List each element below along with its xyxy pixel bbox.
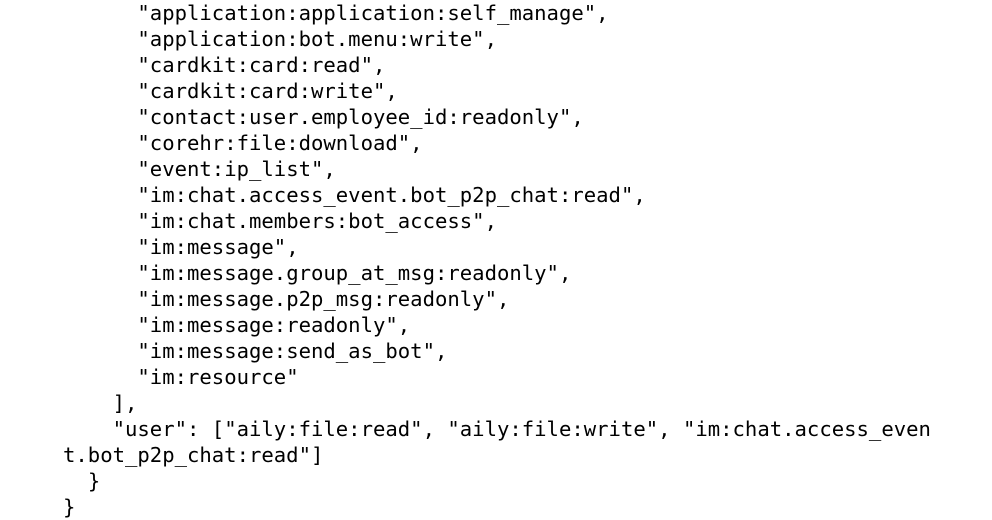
code-line: "im:message.p2p_msg:readonly", (63, 287, 510, 311)
code-line: "im:message:readonly", (63, 313, 411, 337)
code-line: "user": ["aily:file:read", "aily:file:wr… (63, 417, 931, 467)
code-line: "im:chat.access_event.bot_p2p_chat:read"… (63, 183, 646, 207)
code-line: "im:message.group_at_msg:readonly", (63, 261, 572, 285)
code-line: "application:bot.menu:write", (63, 27, 497, 51)
code-line: "corehr:file:download", (63, 131, 423, 155)
json-code-block: "application:application:self_manage", "… (63, 0, 947, 520)
code-line: "contact:user.employee_id:readonly", (63, 105, 584, 129)
code-line: ], (63, 391, 138, 415)
code-line: "application:application:self_manage", (63, 1, 609, 25)
code-line: } (63, 469, 101, 493)
code-line: "im:message:send_as_bot", (63, 339, 448, 363)
code-line: "im:message", (63, 235, 299, 259)
code-line: "cardkit:card:write", (63, 79, 398, 103)
code-line: "event:ip_list", (63, 157, 336, 181)
code-line: "im:chat.members:bot_access", (63, 209, 497, 233)
code-line: "im:resource" (63, 365, 299, 389)
code-line: } (63, 495, 76, 519)
code-line: "cardkit:card:read", (63, 53, 386, 77)
